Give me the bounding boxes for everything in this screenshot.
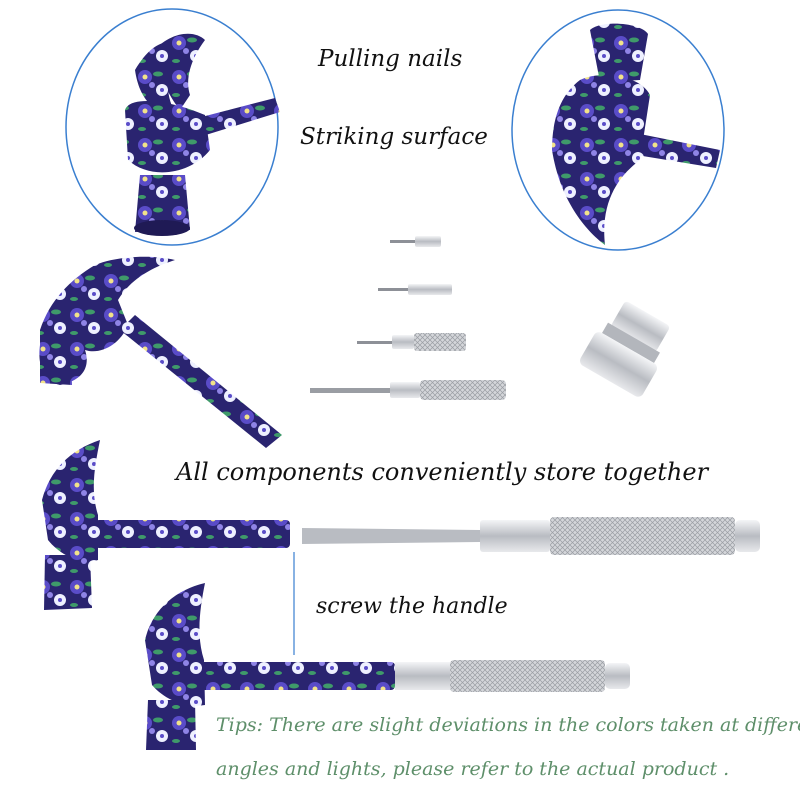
hammer-with-short-handle	[42, 440, 290, 610]
striking-surface-circle	[511, 9, 725, 251]
bit-set	[310, 236, 506, 400]
hammer-head-assembled	[39, 256, 282, 448]
claw-closeup-circle	[65, 8, 280, 246]
socket-adapter-icon	[580, 301, 670, 397]
hammer-assembled	[145, 583, 630, 750]
screwdriver-icon	[310, 380, 506, 400]
tips-line-1: Tips: There are slight deviations in the…	[216, 714, 800, 736]
bit-icon	[390, 236, 441, 247]
tips-line-2: angles and lights, please refer to the a…	[216, 758, 730, 780]
screwdriver-icon	[302, 517, 760, 555]
caption-screw-handle: screw the handle	[316, 594, 508, 619]
bit-icon	[357, 333, 466, 351]
hammer-icon	[552, 23, 720, 245]
caption-striking-surface: Striking surface	[300, 124, 488, 150]
caption-pulling-nails: Pulling nails	[318, 46, 463, 72]
bit-icon	[378, 284, 452, 295]
hammer-icon	[125, 33, 280, 236]
caption-store-together: All components conveniently store togeth…	[176, 458, 709, 486]
